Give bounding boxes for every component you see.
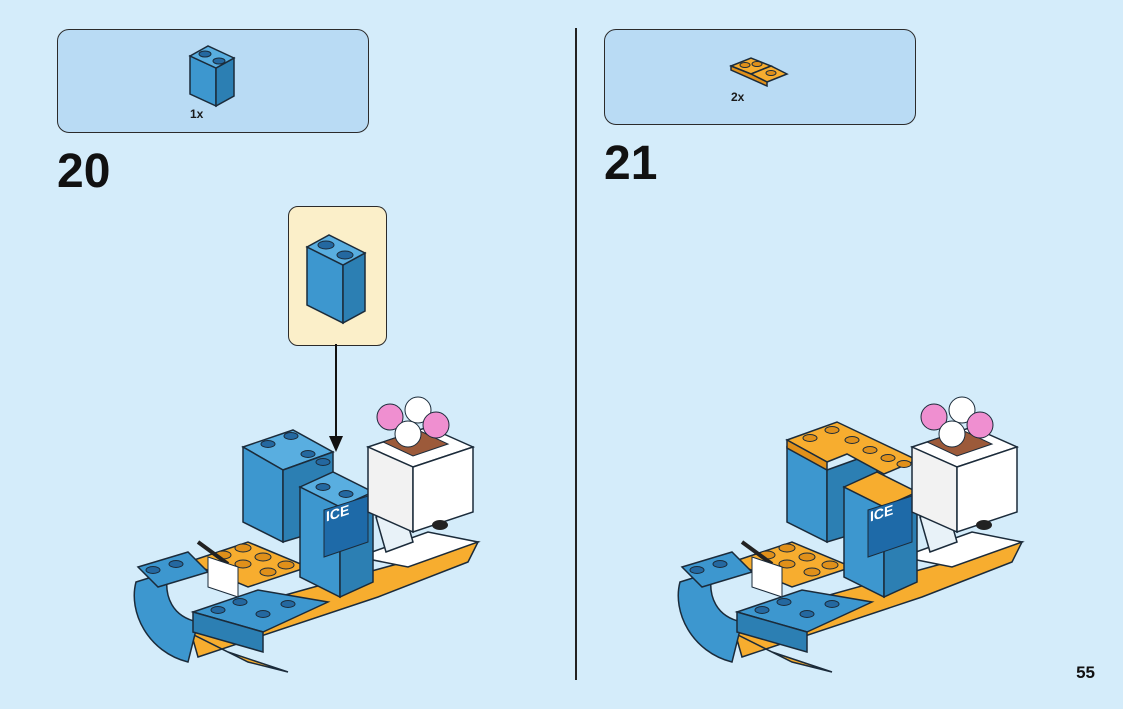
step-number: 20 bbox=[57, 145, 111, 198]
ice-sign-label: ICE bbox=[870, 502, 894, 525]
step-21-parts-box: 2x bbox=[604, 29, 916, 125]
part-count: 2x bbox=[731, 90, 745, 104]
step-20-callout bbox=[288, 206, 387, 346]
ice-sign-label: ICE bbox=[326, 502, 350, 525]
blue-brick-1x2x2-icon bbox=[188, 45, 236, 108]
blue-brick-1x2x2-icon bbox=[305, 234, 367, 325]
part-count: 1x bbox=[190, 107, 204, 121]
page-number: 55 bbox=[1076, 663, 1095, 682]
ice-cream-cart-model: ICE bbox=[133, 396, 481, 673]
step-20-parts-box: 1x bbox=[57, 29, 369, 133]
page-divider bbox=[575, 28, 577, 680]
ice-cream-cart-model: ICE bbox=[677, 396, 1025, 673]
step-number: 21 bbox=[604, 137, 658, 190]
placement-arrow bbox=[329, 344, 343, 452]
orange-corner-plate-icon bbox=[728, 57, 789, 88]
